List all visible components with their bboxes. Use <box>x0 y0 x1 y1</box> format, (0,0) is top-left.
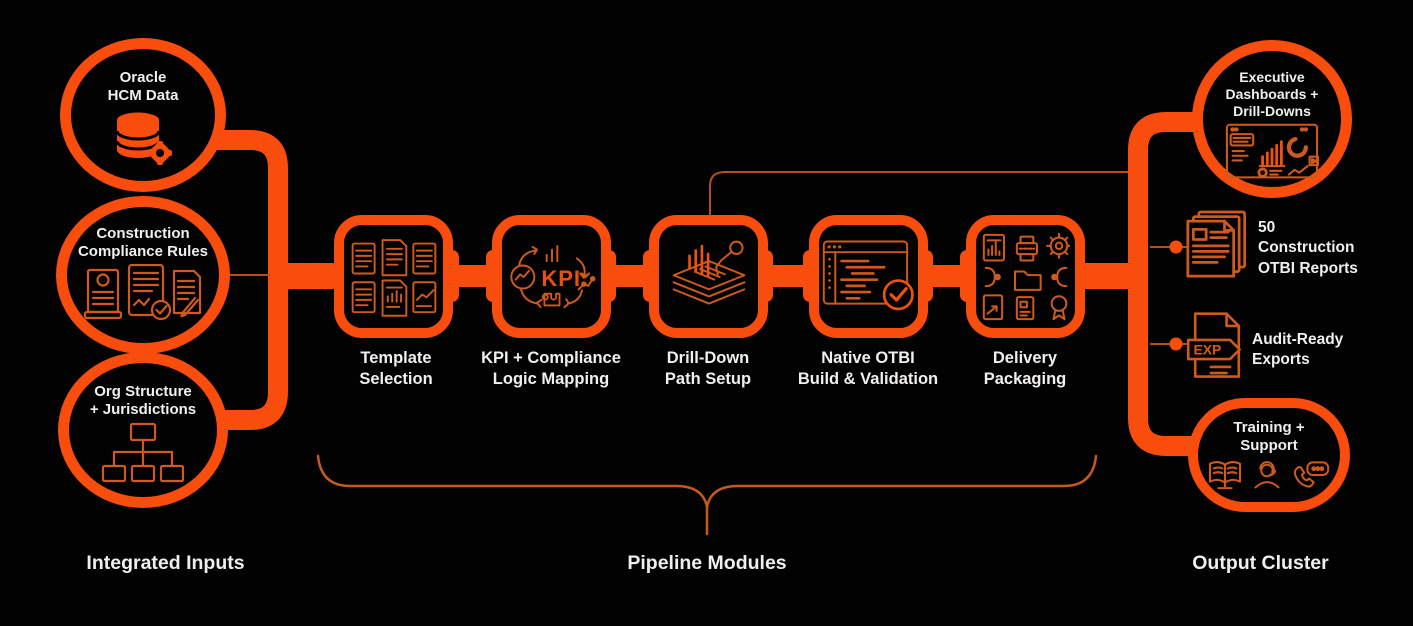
otbi-code-check-icon <box>822 240 914 310</box>
section-label-integrated-inputs: Integrated Inputs <box>86 552 245 574</box>
headset-person-icon <box>1254 460 1280 489</box>
module-label-drill-down: Drill-Down Path Setup <box>664 349 752 388</box>
output-node-label: Executive Dashboards + Drill-Downs <box>1225 69 1319 120</box>
org-chart-icon <box>101 422 185 482</box>
dashboard-icon <box>1225 123 1320 179</box>
template-docs-icon <box>351 238 436 317</box>
input-node-label: Oracle HCM Data <box>107 69 179 105</box>
output-label-otbi-reports: 50 Construction OTBI Reports <box>1258 219 1358 277</box>
kpi-icon-text: KPI <box>541 265 581 290</box>
module-drill-down-path-setup <box>649 215 768 338</box>
compliance-docs-icon <box>84 263 202 320</box>
drilldown-layers-icon <box>672 240 745 305</box>
module-label-native-otbi: Native OTBI Build & Validation <box>797 349 939 388</box>
module-template-selection <box>334 215 453 338</box>
output-node-executive-dashboards: Executive Dashboards + Drill-Downs <box>1192 40 1352 198</box>
kpi-cycle-icon: KPI <box>509 244 595 308</box>
reports-stack-icon <box>1186 210 1247 278</box>
training-icons-row <box>1208 460 1330 490</box>
section-label-pipeline-modules: Pipeline Modules <box>627 552 787 574</box>
delivery-grid-icon <box>982 232 1070 320</box>
module-delivery-packaging <box>966 215 1085 338</box>
output-node-label: Training + Support <box>1233 419 1305 455</box>
module-native-otbi-build-validation <box>809 215 928 338</box>
output-label-audit-ready-exports: Audit-Ready Exports <box>1252 331 1344 369</box>
module-label-template-selection: Template Selection <box>359 349 433 388</box>
exports-dot <box>1169 337 1183 351</box>
input-node-label: Construction Compliance Rules <box>77 225 209 261</box>
pipeline-brace <box>316 454 1098 536</box>
output-node-training-support: Training + Support <box>1188 398 1350 512</box>
input-node-label: Org Structure + Jurisdictions <box>89 383 197 419</box>
module-label-kpi-compliance: KPI + Compliance Logic Mapping <box>481 349 621 388</box>
input-node-construction-compliance-rules: Construction Compliance Rules <box>56 196 230 354</box>
reports-dot <box>1169 240 1183 254</box>
module-kpi-compliance-logic-mapping: KPI <box>492 215 611 338</box>
book-icon <box>1208 460 1242 489</box>
input-node-oracle-hcm-data: Oracle HCM Data <box>60 38 226 192</box>
drilldown-to-output-thin-line <box>709 171 1132 216</box>
output-trunk-line <box>1128 112 1196 456</box>
database-gear-icon <box>115 112 172 165</box>
exp-file-icon: EXP <box>1186 312 1241 378</box>
phone-chat-icon <box>1293 460 1330 488</box>
module-label-delivery-packaging: Delivery Packaging <box>983 349 1067 388</box>
section-label-output-cluster: Output Cluster <box>1192 552 1329 574</box>
exp-icon-text: EXP <box>1193 342 1221 358</box>
input-node-org-structure-jurisdictions: Org Structure + Jurisdictions <box>58 352 228 508</box>
